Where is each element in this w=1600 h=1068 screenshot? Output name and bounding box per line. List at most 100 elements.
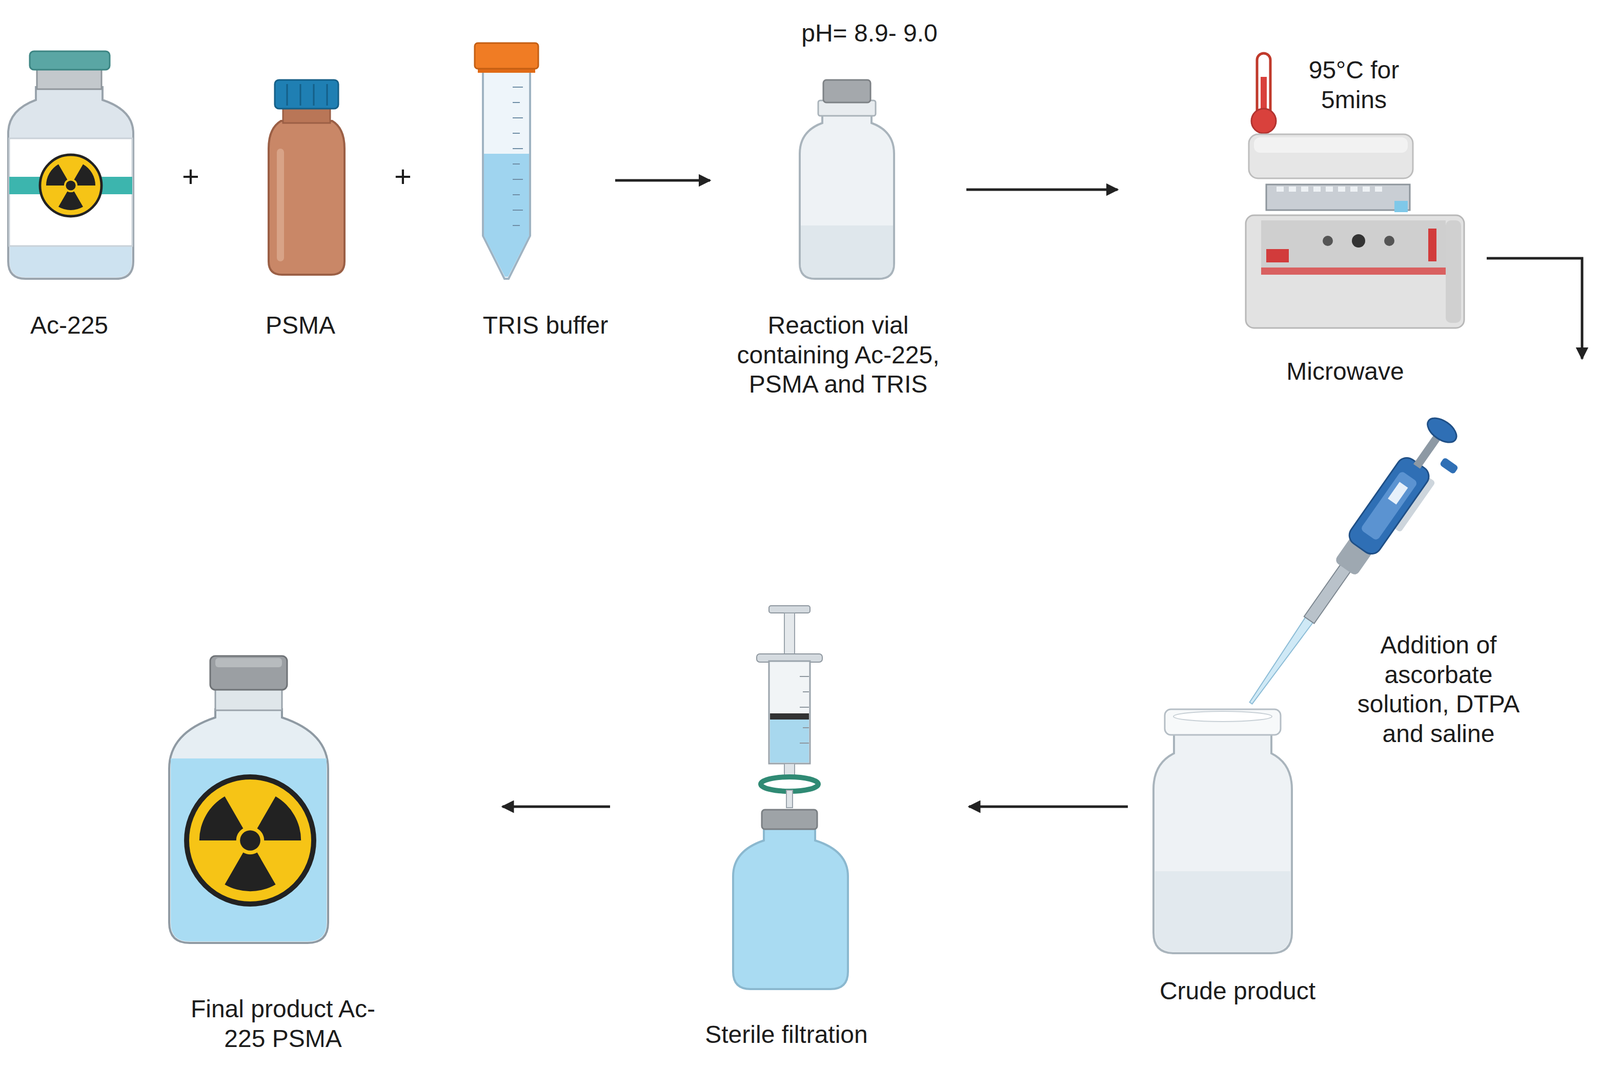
psma-vial bbox=[268, 79, 345, 275]
ac225-vial-node: Ac-225 bbox=[0, 46, 139, 349]
plus-sign: + bbox=[181, 161, 200, 192]
flow-arrow bbox=[502, 805, 611, 809]
node-caption: Final product Ac-225 PSMA bbox=[180, 994, 386, 1054]
syringe-filter-part bbox=[770, 713, 809, 720]
tris-tube-part bbox=[512, 87, 523, 226]
final-vial bbox=[169, 656, 329, 944]
filtered-vial bbox=[733, 809, 848, 990]
pipette-part bbox=[1413, 432, 1443, 469]
ac225-vial-part bbox=[36, 66, 102, 90]
crude-vial-part bbox=[1153, 733, 1292, 954]
psma-vial-part bbox=[326, 84, 329, 106]
microwave-illustration-part bbox=[1384, 235, 1395, 247]
filtered-vial-part bbox=[733, 827, 848, 990]
reaction-vial-part bbox=[800, 225, 894, 278]
reaction-vial-part bbox=[818, 100, 876, 116]
node-caption: Sterile filtration bbox=[683, 1020, 889, 1050]
microwave-illustration-part bbox=[1445, 220, 1462, 323]
pipette-part bbox=[1247, 616, 1314, 706]
microwave-illustration-part bbox=[1394, 200, 1408, 213]
tris-tube-part bbox=[483, 153, 530, 277]
pipette-part bbox=[1360, 470, 1419, 542]
final-vial-part bbox=[210, 656, 288, 691]
syringe-filter-part bbox=[770, 717, 809, 763]
pipette-part bbox=[1387, 481, 1408, 505]
microwave-illustration-part bbox=[1248, 134, 1413, 179]
addition-step-node: Addition of ascorbate solution, DTPA and… bbox=[1250, 358, 1590, 764]
psma-vial-part bbox=[299, 84, 302, 106]
pipette-part bbox=[1439, 457, 1459, 475]
tris-buffer-node: TRIS buffer bbox=[476, 35, 616, 349]
crude-vial-part bbox=[1155, 871, 1291, 953]
crude-vial-part bbox=[1173, 711, 1272, 722]
ac225-vial bbox=[8, 51, 134, 279]
syringe-filter-part bbox=[756, 654, 823, 663]
node-caption: Reaction vial containing Ac-225, PSMA an… bbox=[710, 310, 967, 400]
reaction-vial-part bbox=[823, 79, 871, 103]
microwave-illustration-part bbox=[1351, 234, 1366, 248]
microwave-illustration-part bbox=[1257, 53, 1271, 117]
node-heading: pH= 8.9- 9.0 bbox=[777, 18, 962, 49]
final-product-node: Final product Ac-225 PSMA bbox=[153, 645, 503, 1062]
pipette bbox=[1236, 412, 1476, 724]
psma-vial-part bbox=[276, 148, 285, 262]
flow-arrow bbox=[966, 188, 1118, 192]
pipette-part bbox=[1304, 561, 1353, 624]
node-caption: Addition of ascorbate solution, DTPA and… bbox=[1338, 630, 1539, 749]
microwave-illustration-part bbox=[1276, 186, 1383, 192]
node-caption: Crude product bbox=[1135, 976, 1341, 1007]
psma-vial-part bbox=[282, 105, 331, 124]
ac225-vial-part bbox=[9, 138, 133, 247]
node-heading: 95°C for 5mins bbox=[1300, 55, 1408, 115]
microwave-node: 95°C for 5minsMicrowave bbox=[1117, 51, 1487, 400]
microwave-illustration-part bbox=[1251, 108, 1277, 134]
ac225-vial-part bbox=[9, 246, 132, 278]
microwave-illustration-part bbox=[1261, 267, 1446, 275]
microwave-illustration-part bbox=[1245, 215, 1465, 329]
pipette-part bbox=[1333, 536, 1374, 577]
ac225-vial-part bbox=[9, 176, 133, 195]
filtered-vial-part bbox=[761, 809, 818, 830]
microwave-illustration-part bbox=[1266, 249, 1289, 263]
final-vial-part bbox=[169, 709, 329, 944]
node-caption: PSMA bbox=[240, 310, 360, 341]
psma-vial-part bbox=[313, 84, 315, 106]
crude-vial-part bbox=[1164, 709, 1281, 736]
pipette-part bbox=[1345, 454, 1433, 559]
reaction-vial-node: pH= 8.9- 9.0Reaction vial containing Ac-… bbox=[710, 14, 967, 415]
syringe-filter-part bbox=[784, 613, 795, 657]
node-caption: Microwave bbox=[1242, 356, 1448, 387]
crude-vial bbox=[1153, 709, 1292, 954]
psma-vial-node: PSMA bbox=[240, 71, 364, 349]
microwave-illustration-part bbox=[1322, 235, 1333, 247]
tris-tube-part bbox=[474, 43, 539, 69]
ac225-vial-part bbox=[39, 154, 102, 217]
crude-product-node: Crude product bbox=[1127, 712, 1333, 1021]
plus-sign: + bbox=[394, 161, 412, 192]
flow-arrow bbox=[615, 179, 711, 182]
microwave-illustration-part bbox=[1253, 137, 1408, 153]
ac225-vial-part bbox=[8, 87, 134, 279]
microwave-illustration-part bbox=[1266, 184, 1410, 211]
psma-vial-part bbox=[268, 120, 345, 275]
tris-tube-part bbox=[482, 71, 531, 279]
microwave-illustration-part bbox=[1428, 228, 1437, 262]
microwave-illustration bbox=[1245, 53, 1465, 329]
microwave-illustration-part bbox=[1260, 76, 1267, 118]
node-caption: Ac-225 bbox=[0, 310, 139, 341]
reaction-vial bbox=[799, 79, 895, 279]
syringe-filter bbox=[756, 605, 823, 808]
pipette-part bbox=[1392, 476, 1436, 533]
final-vial-part bbox=[186, 777, 314, 905]
tris-tube bbox=[474, 43, 539, 279]
reaction-vial-part bbox=[799, 113, 895, 279]
sterile-filtration-node: Sterile filtration bbox=[610, 594, 969, 1057]
final-vial-part bbox=[215, 689, 282, 711]
flow-arrow bbox=[968, 805, 1128, 809]
ac225-vial-part bbox=[29, 51, 110, 70]
syringe-filter-part bbox=[768, 605, 810, 614]
tris-tube-part bbox=[477, 65, 536, 73]
syringe-filter-part bbox=[760, 777, 819, 792]
